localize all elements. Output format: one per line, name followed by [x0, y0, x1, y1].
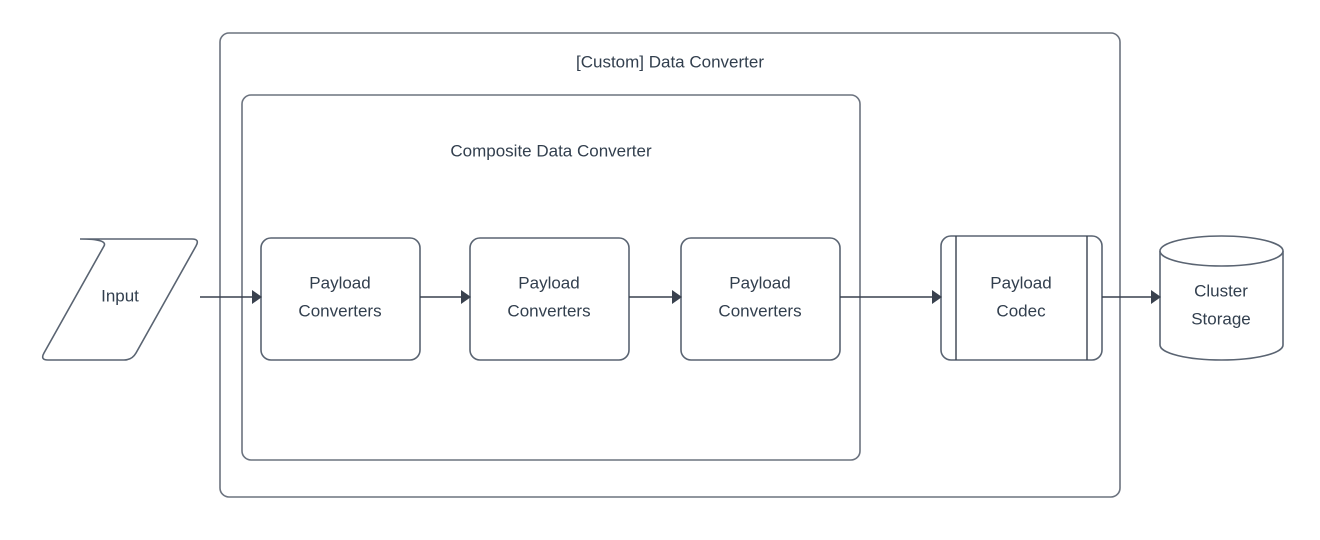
payload-codec-label-line2: Codec [996, 301, 1046, 320]
node-cluster-storage[interactable]: Cluster Storage [1159, 235, 1284, 361]
connector-input-to-payload-converters-1[interactable] [200, 290, 262, 304]
node-payload-converters-3[interactable]: Payload Converters [680, 237, 841, 361]
node-payload-codec[interactable]: Payload Codec [940, 235, 1103, 361]
payload-converters-3-label-line2: Converters [718, 301, 801, 320]
payload-converters-1-label-line2: Converters [298, 301, 381, 320]
arrow-head-icon [1151, 290, 1161, 304]
input-label: Input [101, 286, 139, 305]
payload-codec-box [940, 235, 1103, 361]
arrow-head-icon [461, 290, 471, 304]
arrow-head-icon [932, 290, 942, 304]
composite-data-converter-label: Composite Data Converter [450, 141, 652, 160]
cluster-storage-cylinder-top [1159, 235, 1284, 267]
custom-data-converter-label: [Custom] Data Converter [576, 52, 764, 71]
payload-converters-1-label-line1: Payload [309, 273, 370, 292]
connector-payload-converters-3-to-payload-codec[interactable] [840, 290, 942, 304]
payload-converters-2-label-line1: Payload [518, 273, 579, 292]
arrow-head-icon [672, 290, 682, 304]
connector-payload-codec-to-cluster-storage[interactable] [1102, 290, 1161, 304]
payload-converters-3-label-line1: Payload [729, 273, 790, 292]
payload-converters-2-box [469, 237, 630, 361]
payload-converters-2-label-line2: Converters [507, 301, 590, 320]
connector-payload-converters-1-to-2[interactable] [420, 290, 471, 304]
input-parallelogram-shape [41, 238, 199, 361]
payload-converters-1-box [260, 237, 421, 361]
node-payload-converters-1[interactable]: Payload Converters [260, 237, 421, 361]
cluster-storage-label-line2: Storage [1191, 309, 1251, 328]
arrow-head-icon [252, 290, 262, 304]
node-payload-converters-2[interactable]: Payload Converters [469, 237, 630, 361]
payload-converters-3-box [680, 237, 841, 361]
node-input[interactable]: Input [41, 238, 199, 361]
cluster-storage-label-line1: Cluster [1194, 281, 1248, 300]
payload-codec-label-line1: Payload [990, 273, 1051, 292]
cluster-storage-cylinder-body [1159, 251, 1284, 361]
connector-payload-converters-2-to-3[interactable] [629, 290, 682, 304]
